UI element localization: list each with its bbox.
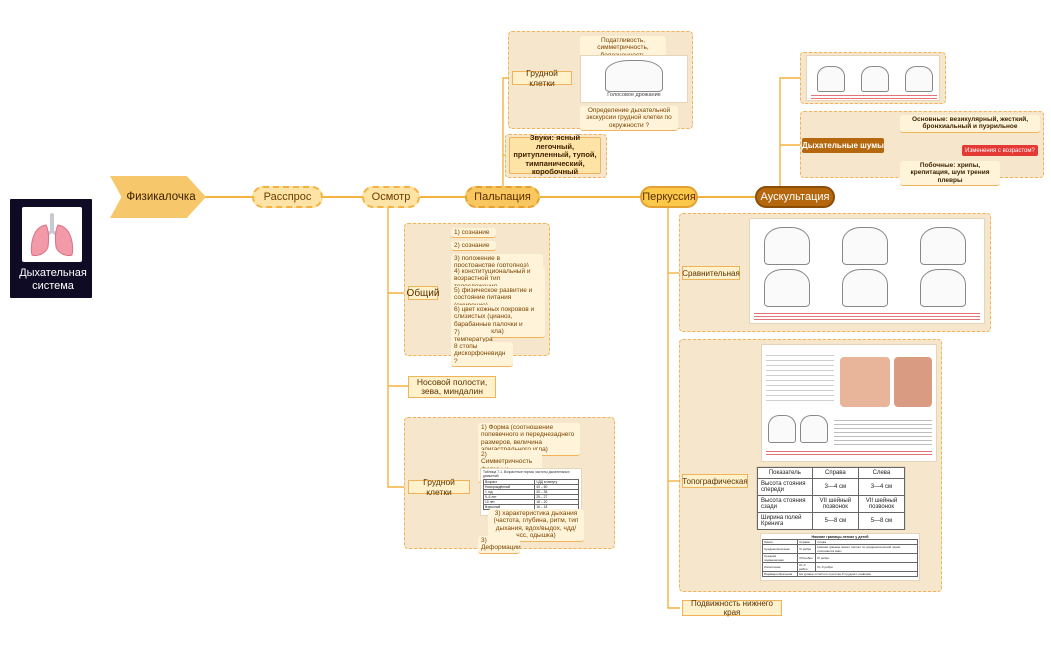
osmotr-nose-node[interactable]: Носовой полости, зева, миндалин xyxy=(408,376,496,398)
percussion-comparative-node[interactable]: Сравнительная xyxy=(682,266,740,280)
torso-figure xyxy=(842,269,888,307)
general-item[interactable]: 8 стопы дискорфоневидн ? xyxy=(451,342,513,368)
apex-table: Показатель Справа Слева Высота стояния с… xyxy=(757,467,906,530)
root-node[interactable]: Физикалочка xyxy=(110,176,206,218)
palpation-item[interactable]: Определение дыхательной экскурсии грудно… xyxy=(580,106,678,132)
root-label: Физикалочка xyxy=(126,191,196,203)
red-caption-lines xyxy=(766,449,932,457)
torso-figure xyxy=(842,227,888,265)
general-item[interactable]: 2) сознание xyxy=(451,241,496,252)
lower-borders-table: Нижние границы легких у детей Линия Спра… xyxy=(760,533,920,581)
torso-figure xyxy=(905,66,933,92)
palpation-chest-node[interactable]: Грудной клетки xyxy=(512,68,572,88)
topic-auscultation[interactable]: Аускультация xyxy=(755,186,835,208)
topic-rassprос[interactable]: Расспрос xyxy=(252,186,323,208)
lung-apex-table: Показатель Справа Слева Высота стояния с… xyxy=(756,466,906,530)
torso-figure xyxy=(920,227,966,265)
vocal-tremor-caption: Голосовое дрожание xyxy=(607,92,661,98)
torso-figure xyxy=(861,66,889,92)
osmotr-chest-node[interactable]: Грудной клетки xyxy=(408,477,470,497)
noise-side[interactable]: Побочные: хрипы, крепитация, шум трения … xyxy=(900,161,1000,187)
percussion-mobility-node[interactable]: Подвижность нижнего края xyxy=(682,599,782,617)
topic-percussion[interactable]: Перкуссия xyxy=(640,186,698,208)
torso-figure xyxy=(800,415,828,443)
auscultation-points-image xyxy=(806,55,940,101)
topic-palpation[interactable]: Пальпация xyxy=(465,186,540,208)
red-caption-lines xyxy=(811,93,937,99)
comparative-percussion-image xyxy=(749,218,985,324)
photo-child xyxy=(840,357,890,407)
palpation-sounds-node[interactable]: Звуки: ясный легочный, притупленный, туп… xyxy=(509,133,601,176)
doc-lines xyxy=(834,417,932,445)
topographic-percussion-image xyxy=(761,344,937,462)
percussion-topographic-node[interactable]: Топографическая xyxy=(682,474,748,488)
photo-child xyxy=(894,357,932,407)
topic-osmotr[interactable]: Осмотр xyxy=(362,186,420,208)
lower-table: Линия Справа Слева Среднеключичная VI ре… xyxy=(761,539,918,577)
red-caption-lines xyxy=(754,311,980,321)
vocal-tremor-image: Голосовое дрожание xyxy=(580,55,688,103)
torso-figure xyxy=(920,269,966,307)
noise-main[interactable]: Основные: везикулярный, жесткий, бронхиа… xyxy=(900,115,1040,133)
general-item[interactable]: 1) сознание xyxy=(451,228,496,239)
torso-figure xyxy=(764,269,810,307)
torso-figure xyxy=(768,415,796,443)
noise-age-change[interactable]: Изменения с возрастом? xyxy=(962,145,1038,156)
osmotr-general-node[interactable]: Общий xyxy=(406,286,440,300)
lungs-icon xyxy=(22,207,82,262)
chest-item[interactable]: 3) характеристика дыхания (частота, глуб… xyxy=(488,509,584,542)
central-title: Дыхательная система xyxy=(19,267,87,293)
auscultation-noises-node[interactable]: Дыхательные шумы xyxy=(802,138,884,153)
central-topic[interactable]: Дыхательная система xyxy=(8,197,94,300)
torso-figure xyxy=(764,227,810,265)
torso-figure xyxy=(817,66,845,92)
doc-lines xyxy=(766,351,834,401)
torso-figure xyxy=(605,60,663,92)
chest-item[interactable]: 3) Деформации xyxy=(478,536,521,554)
respiratory-rate-table: Таблица 7.1. Возрастные нормы частоты ды… xyxy=(480,468,582,516)
